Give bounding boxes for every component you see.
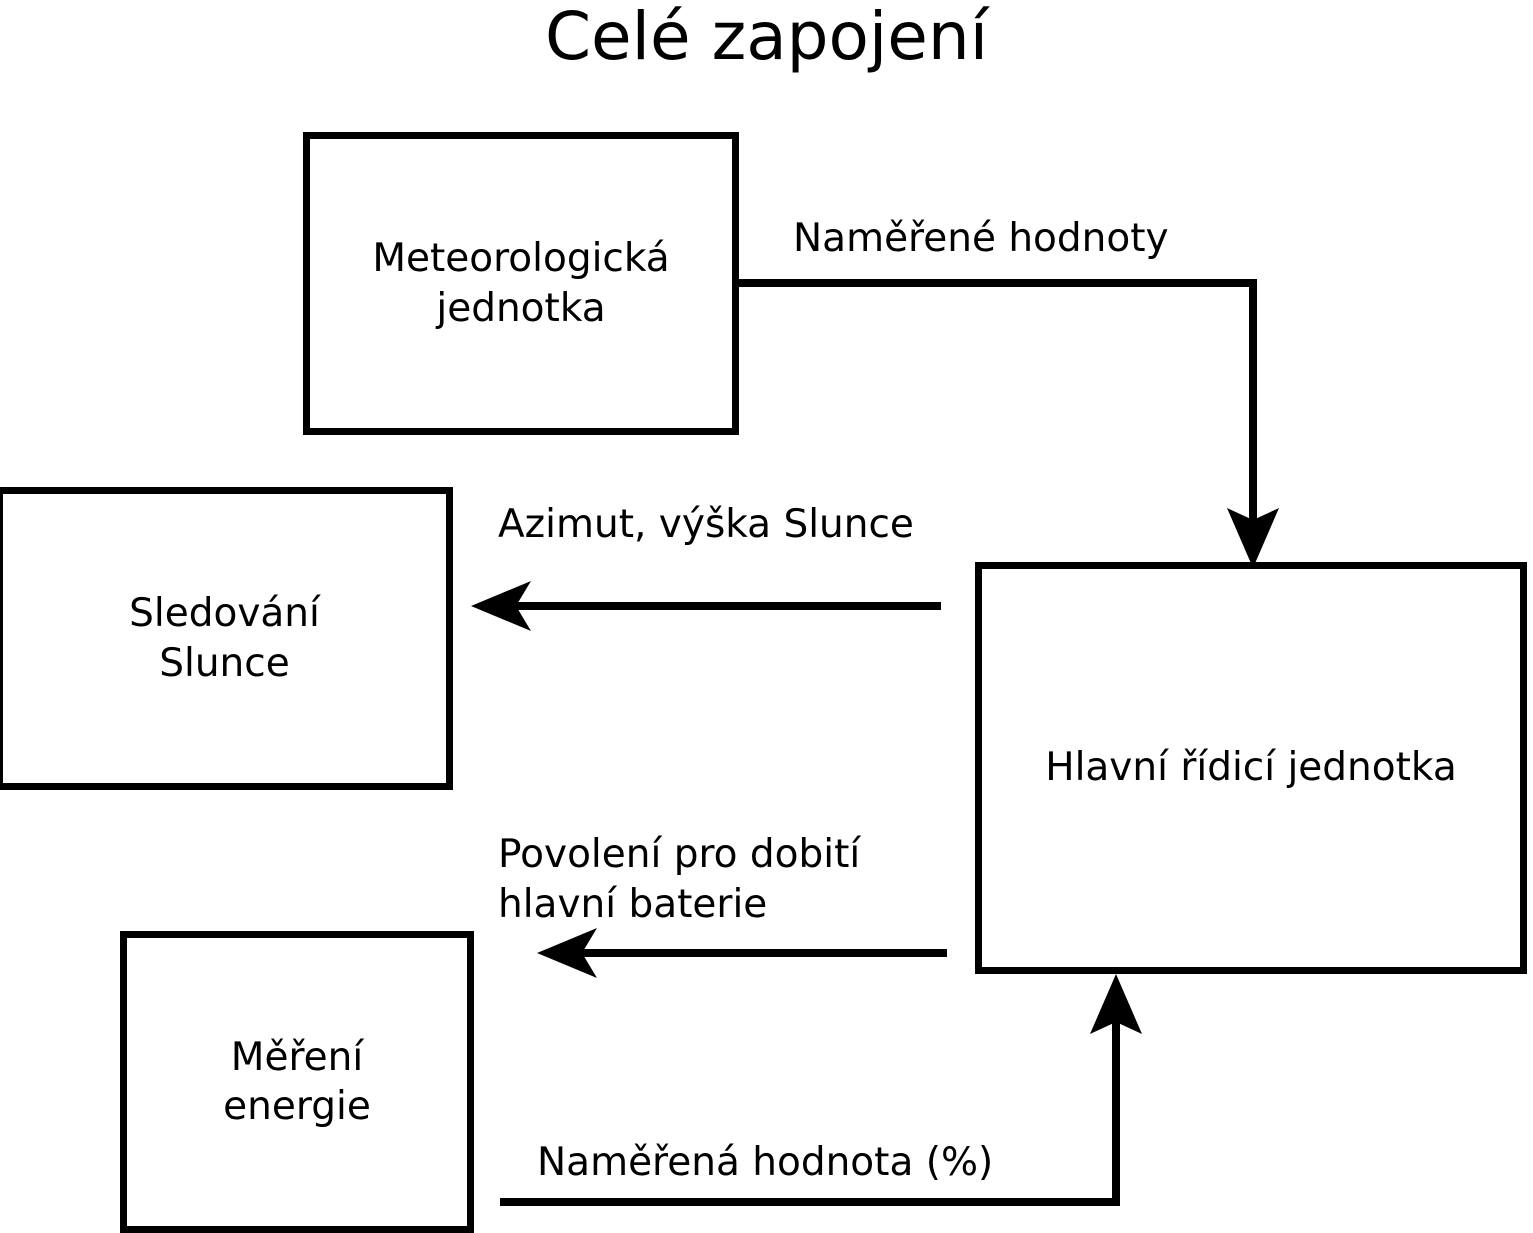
node-sun-tracking-label: Sledování Slunce [129,591,320,686]
node-energy-measurement-label: Měření energie [223,1034,371,1129]
node-sun-tracking[interactable]: Sledování Slunce [0,487,453,790]
connector-measured-percent [500,974,1142,1206]
edge-label-measured-percent: Naměřená hodnota (%) [537,1140,994,1185]
node-meteorological-unit-label: Meteorologická jednotka [372,236,670,331]
node-meteorological-unit[interactable]: Meteorologická jednotka [303,132,739,435]
page-title: Celé zapojení [544,0,989,75]
connector-azimuth [471,581,941,631]
connector-measured-values [737,279,1279,568]
edge-label-azimuth-sun-elevation: Azimut, výška Slunce [498,502,914,547]
connector-charge-permission [537,928,947,978]
edge-label-measured-values: Naměřené hodnoty [793,216,1169,261]
node-energy-measurement[interactable]: Měření energie [120,931,474,1233]
node-main-control-unit-label: Hlavní řídicí jednotka [1045,745,1457,791]
edge-label-charge-permission: Povolení pro dobití hlavní baterie [498,832,861,927]
node-main-control-unit[interactable]: Hlavní řídicí jednotka [975,562,1527,974]
